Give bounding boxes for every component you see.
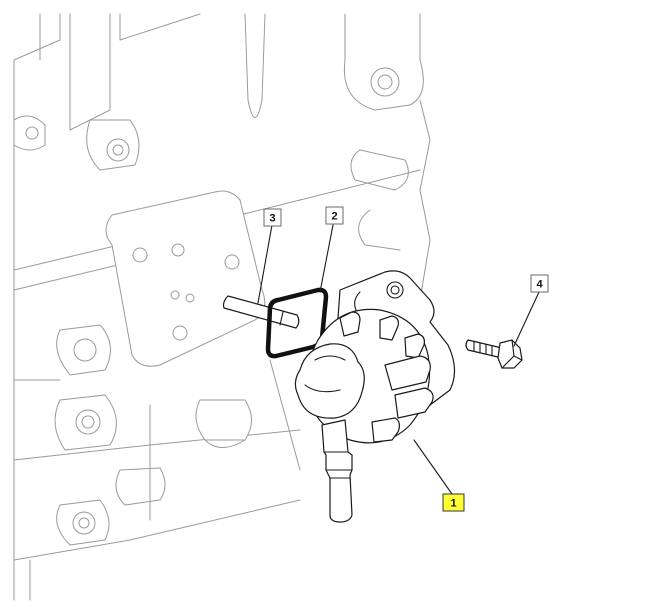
callout-3-box <box>263 208 282 227</box>
callout-3-label: 3 <box>269 213 275 225</box>
callout-2-box <box>325 206 344 225</box>
engine-block-background <box>13 13 431 601</box>
callout-4: 4 <box>530 274 549 293</box>
leader-line-1 <box>413 439 453 495</box>
callout-1-box <box>442 493 465 512</box>
leader-lines <box>257 224 540 495</box>
gasket <box>265 287 329 359</box>
callout-2: 2 <box>325 206 344 225</box>
guide-pin <box>222 295 300 329</box>
leader-line-3 <box>257 224 273 304</box>
callout-4-box <box>530 274 549 293</box>
leader-line-4 <box>513 291 540 347</box>
callout-1: 1 <box>442 493 465 512</box>
callout-2-label: 2 <box>331 211 337 223</box>
flange-bolt <box>465 339 523 369</box>
callout-4-label: 4 <box>536 279 543 291</box>
pump-assembly <box>294 270 456 523</box>
leader-line-2 <box>319 224 334 293</box>
callout-3: 3 <box>263 208 282 227</box>
callout-1-label: 1 <box>450 498 456 510</box>
